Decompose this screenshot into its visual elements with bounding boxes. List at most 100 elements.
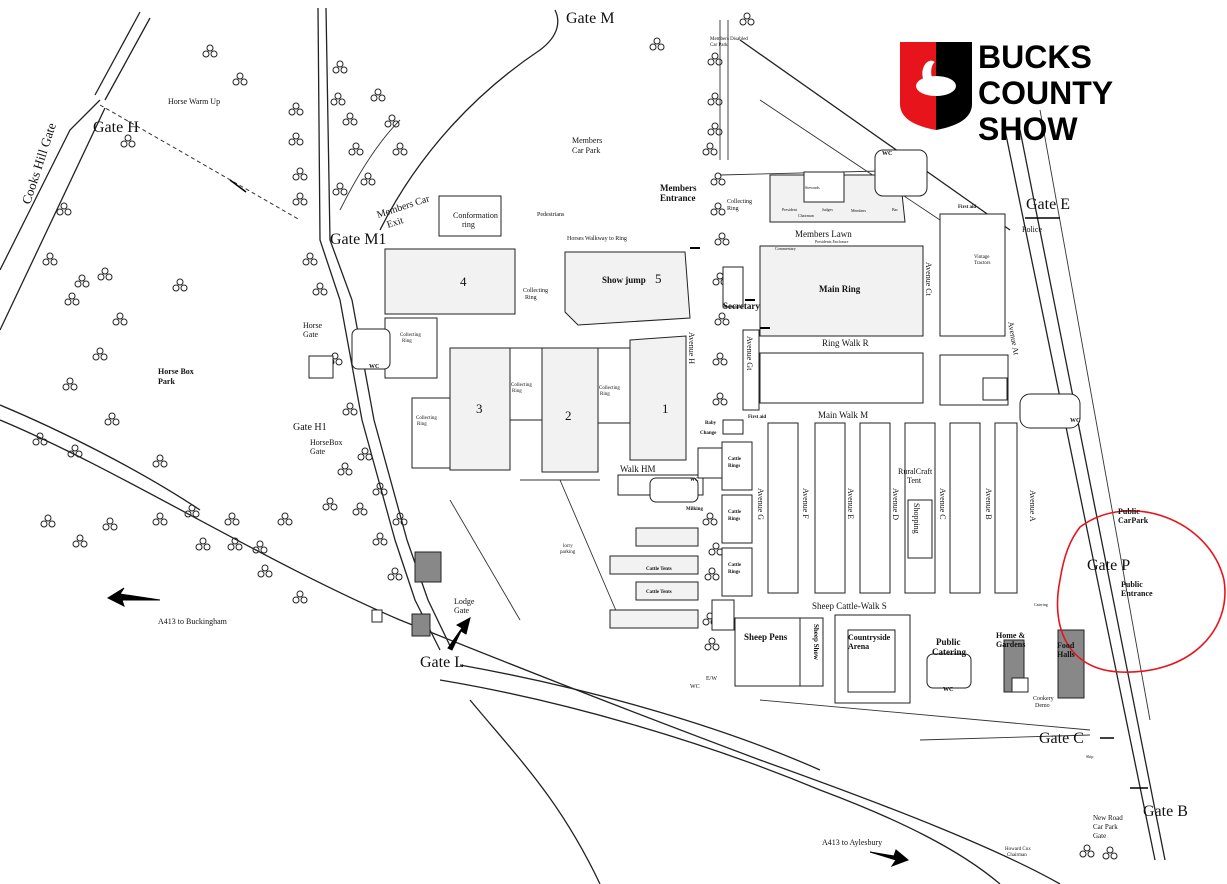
tree-icon [372,482,388,496]
vintage-tractors-label: Vintage [974,255,990,260]
roads [0,7,1166,884]
wc-label-a: WC [369,364,379,370]
avenue-a-label: Avenue A [1028,490,1037,522]
tree-icon [714,312,730,326]
tree-icon [64,292,80,306]
wc-label-f: WC [1070,418,1080,424]
tree-icon [62,377,78,391]
tree-icon [370,88,386,102]
tree-icon [702,142,718,156]
tree-icon [277,512,293,526]
gate-p-label: Gate P [1087,557,1130,574]
pedestrians-label: Pedestrians [537,212,565,218]
wc-label-d: WC [690,684,700,690]
cattle-rings-a-label: Cattle [728,457,742,462]
structures [371,171,1085,704]
tree-icon [739,12,755,26]
tree-icon [195,537,211,551]
horse-gate-label: Horse [303,321,323,330]
tree-icon [312,282,328,296]
home-gardens-label-2: Gardens [996,640,1025,649]
presidents-enclosure-label: Presidents Enclosure [815,239,849,244]
collecting-ring-a-label: Collecting [523,288,548,294]
tree-icon [330,92,346,106]
public-catering-label: Public [936,637,961,647]
members-car-park-label: Members [572,136,602,145]
cookery-demo-label: Cookery [1033,696,1054,702]
swan-icon [916,76,956,96]
skip-label: Skip [1086,754,1093,759]
conformation-ring-label-2: ring [462,220,475,229]
tree-icon [97,267,113,281]
ruralcraft-tent-label: RuralCraft [898,467,933,476]
wc-label-b: WC [690,478,699,483]
avenue-ct-label: Avenue Ct [924,262,933,297]
tree-icon [702,512,718,526]
members-disabled-label-2: Car Park [710,43,728,48]
horsebox-gate-label-2: Gate [310,447,326,456]
tree-icon [152,512,168,526]
first-aid-label-a: First aid [748,415,766,420]
horse-gate-label-2: Gate [303,330,319,339]
collecting-ring-e-label: Collecting [416,416,437,421]
members-disabled-label: Members Disabled [710,37,748,42]
facility-icons [308,149,1081,689]
collecting-ring-b-label: Collecting [400,333,421,338]
tree-icon [42,252,58,266]
chairman-label: Chairman [798,213,814,218]
members-label: Members [851,208,867,213]
a413-buckingham-label: A413 to Buckingham [158,617,228,626]
collecting-ring-f-label: Collecting [727,199,752,205]
judges-label: Judges [822,207,833,212]
tree-icon [348,142,364,156]
tree-icon [302,252,318,266]
horse-box-park-label-2: Park [158,377,175,386]
howard-cox-label-2: Chairman [1007,853,1027,858]
members-entrance-label: Members [660,183,697,193]
new-road-gate-label-3: Gate [1093,832,1106,840]
tree-icon [232,72,248,86]
home-gardens-label: Home & [996,631,1025,640]
lodge-gate-label-2: Gate [454,606,470,615]
horses-walkway-label: Horses Walkway to Ring [567,236,627,242]
secretary-label: Secretary [723,301,760,311]
tree-icon [184,504,200,518]
lorry-parking-label: lorry [563,544,573,549]
commentary-label: Commentary [775,246,796,251]
members-car-exit-label: Members Car [376,193,432,221]
first-aid-label-b: First aid [958,205,976,210]
cattle-rings-b-label: Cattle [728,510,742,515]
bar-label: Bar [892,207,898,212]
tree-icon [384,114,400,128]
avenue-gt-label: Avenue Gt [745,336,754,371]
tree-icon [172,278,188,292]
gate-h1-label: Gate H1 [293,422,327,433]
tree-icon [710,202,726,216]
ring-3-label: 3 [476,401,483,416]
avenue-at-label: Avenue At [1006,321,1021,357]
baby-change-label-2: Change [700,431,717,436]
tree-icon [288,102,304,116]
horse-box-park-label: Horse Box [158,367,194,376]
tree-icon [712,352,728,366]
public-catering-label-2: Catering [932,647,966,657]
tree-icon [288,132,304,146]
tree-icon [342,112,358,126]
ring-4-label: 4 [460,274,467,289]
wc-label-c: WC [943,687,953,693]
tree-icon [102,517,118,531]
tree-icon [1102,846,1118,860]
gate-m1-label: Gate M1 [330,231,386,248]
walk-hm-label: Walk HM [620,464,656,474]
wc-label-e: WC [882,151,892,157]
tree-icon [74,274,90,288]
tree-icon [372,532,388,546]
food-halls-label-2: Halls [1057,650,1075,659]
public-entrance-label: Public [1121,580,1143,589]
tree-icon [120,134,136,148]
tree-icon [704,567,720,581]
tree-icon [92,347,108,361]
ring-walk-r-label: Ring Walk R [822,338,869,348]
tree-icon [710,172,726,186]
